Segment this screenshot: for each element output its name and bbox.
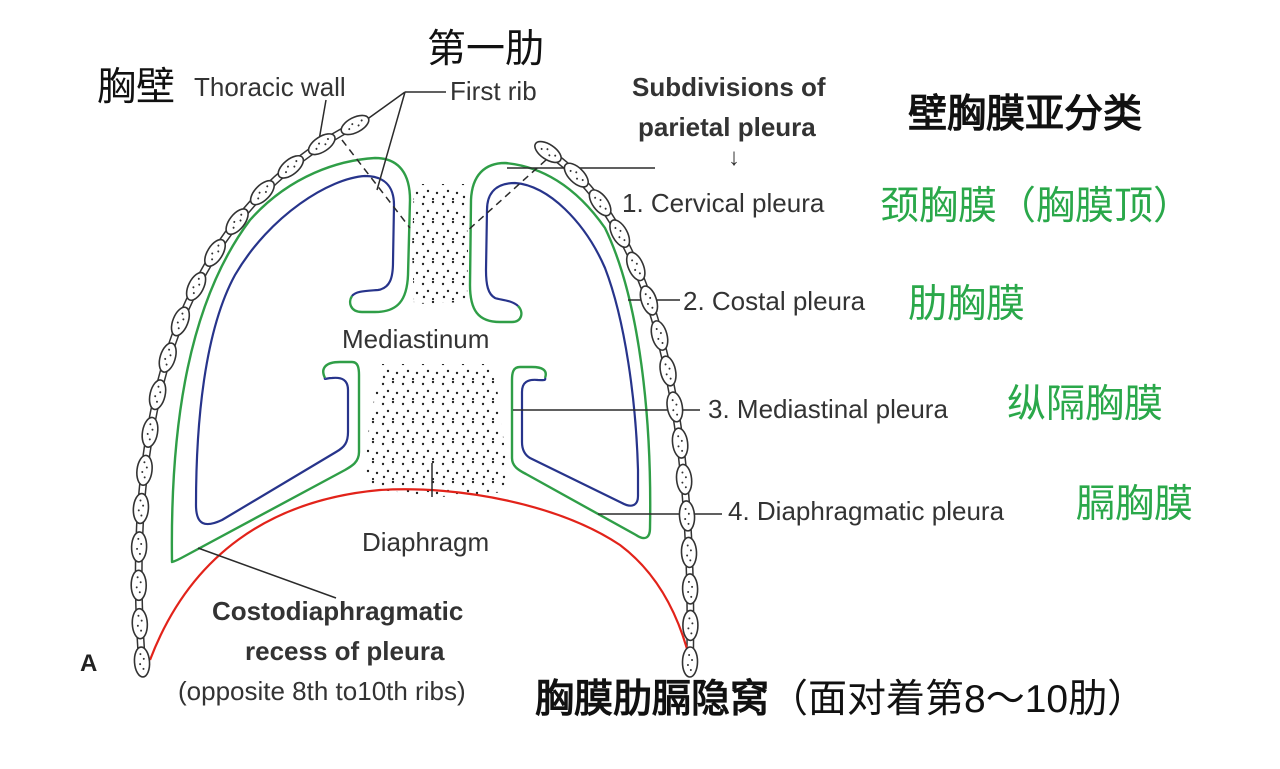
rib-left bbox=[307, 133, 336, 156]
diaphragmatic-pleura-cn-label: 膈胸膜 bbox=[1076, 483, 1194, 526]
costodiaphragmatic-recess-note: (opposite 8th to10th ribs) bbox=[178, 676, 466, 706]
rib-left bbox=[225, 208, 249, 236]
rib-left bbox=[340, 114, 370, 136]
rib-right bbox=[666, 391, 684, 423]
leader-costodiaphragmatic-recess bbox=[197, 547, 337, 599]
rib-right bbox=[563, 162, 590, 188]
cervical-pleura-label: 1. Cervical pleura bbox=[622, 188, 825, 218]
costodiaphragmatic-recess-line2: recess of pleura bbox=[245, 636, 445, 666]
thoracic-wall-label: Thoracic wall bbox=[194, 72, 346, 102]
rib-right bbox=[639, 285, 659, 316]
rib-right bbox=[659, 355, 677, 387]
left-thoracic-wall bbox=[134, 121, 359, 666]
rib-left bbox=[136, 454, 153, 487]
rib-left bbox=[141, 416, 159, 448]
ribs bbox=[130, 114, 699, 678]
mediastinal-pleura-cn-label: 纵隔胸膜 bbox=[1007, 383, 1164, 426]
rib-right bbox=[625, 251, 646, 282]
rib-right bbox=[534, 140, 562, 164]
costodiaphragmatic-recess-line1: Costodiaphragmatic bbox=[212, 596, 464, 626]
rib-left bbox=[148, 379, 167, 411]
rib-left bbox=[277, 154, 305, 179]
diaphragm-line bbox=[148, 488, 692, 661]
panel-letter: A bbox=[80, 650, 98, 677]
rib-left bbox=[203, 238, 227, 268]
costodiaphragmatic-recess-cn-note: （面对着第8～10肋） bbox=[769, 678, 1147, 721]
rib-right bbox=[671, 427, 689, 459]
costal-pleura-cn-label: 肋胸膜 bbox=[908, 283, 1026, 326]
mediastinum-lower-stipple bbox=[366, 364, 506, 497]
rib-right bbox=[681, 646, 699, 678]
subdivisions-heading-cn: 壁胸膜亚分类 bbox=[908, 93, 1143, 136]
mediastinum-label: Mediastinum bbox=[342, 324, 490, 354]
first-rib-dashed-left bbox=[341, 139, 411, 229]
rib-right bbox=[650, 320, 669, 351]
rib-left bbox=[158, 342, 177, 373]
rib-right bbox=[680, 536, 698, 569]
mediastinal-pleura-label: 3. Mediastinal pleura bbox=[708, 394, 948, 424]
rib-left bbox=[249, 179, 275, 206]
rib-left bbox=[133, 646, 151, 678]
rib-left bbox=[185, 271, 207, 302]
left-parietal-pleura bbox=[170, 156, 412, 564]
mediastinum-upper-stipple bbox=[412, 184, 468, 304]
right-parietal-pleura bbox=[468, 161, 652, 540]
left-visceral-pleura bbox=[194, 174, 396, 526]
rib-right bbox=[678, 500, 696, 532]
rib-left bbox=[170, 306, 191, 337]
rib-left bbox=[130, 531, 148, 563]
thoracic-wall-cn-label: 胸壁 bbox=[97, 66, 176, 109]
rib-right bbox=[675, 463, 693, 496]
diaphragm-label: Diaphragm bbox=[362, 527, 490, 557]
subdivisions-heading-line2: parietal pleura bbox=[638, 112, 816, 142]
rib-right bbox=[588, 189, 612, 217]
rib-right bbox=[682, 609, 699, 642]
rib-right bbox=[609, 219, 631, 249]
costal-pleura-label: 2. Costal pleura bbox=[683, 286, 866, 316]
first-rib-label: First rib bbox=[450, 76, 537, 106]
subdivisions-heading-line1: Subdivisions of bbox=[632, 72, 826, 102]
rib-left bbox=[130, 569, 148, 602]
costodiaphragmatic-recess-cn-title: 胸膜肋膈隐窝 bbox=[535, 678, 770, 721]
first-rib-cn-label: 第一肋 bbox=[427, 28, 545, 71]
diaphragmatic-pleura-label: 4. Diaphragmatic pleura bbox=[728, 496, 1005, 526]
down-arrow-icon: ↓ bbox=[728, 144, 740, 171]
first-rib-dashed-right bbox=[465, 159, 547, 233]
rib-left bbox=[131, 607, 149, 640]
rib-left bbox=[132, 492, 150, 525]
cervical-pleura-cn-label: 颈胸膜（胸膜顶） bbox=[880, 185, 1193, 228]
right-visceral-pleura bbox=[484, 181, 640, 507]
costodiaphragmatic-recess-cn: 胸膜肋膈隐窝 （面对着第8～10肋） bbox=[535, 680, 1146, 719]
rib-right bbox=[681, 573, 699, 605]
